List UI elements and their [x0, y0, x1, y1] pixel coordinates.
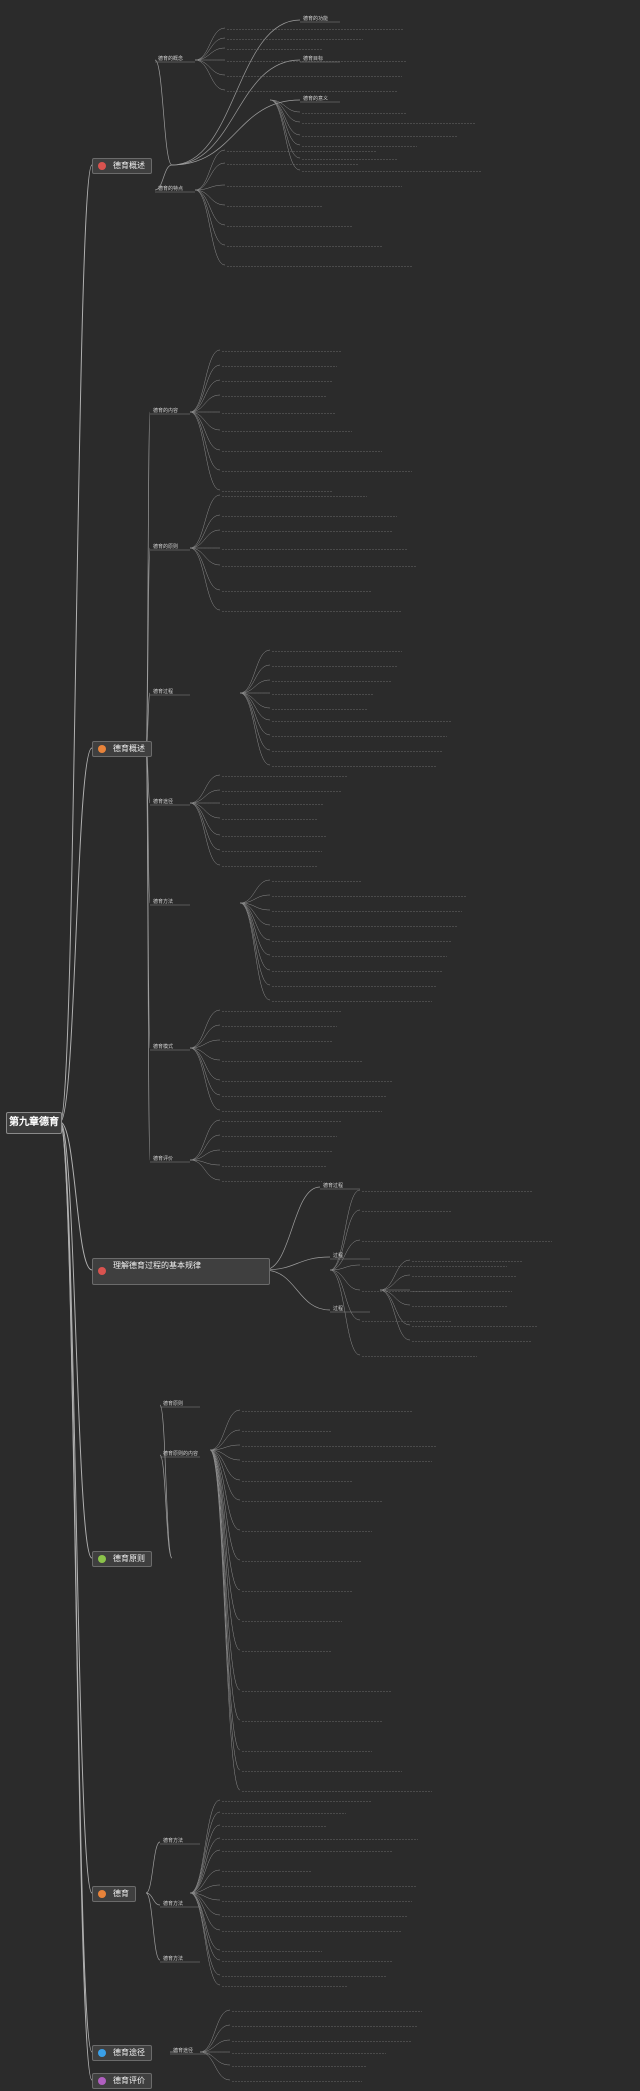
sub-topic-t3-0[interactable]: 德育过程 — [323, 1183, 344, 1189]
root-branch-line — [59, 1121, 93, 1894]
topic-marker-icon — [98, 2077, 106, 2085]
root-branch-line — [59, 747, 93, 1123]
sub-topic-t2-4[interactable]: 德育方法 — [153, 899, 174, 905]
topic-t1[interactable]: 德育概述 — [92, 158, 152, 174]
topic-marker-icon — [98, 745, 106, 753]
sub-topic-t4-0[interactable]: 德育原则 — [163, 1401, 184, 1407]
topic-marker-icon — [98, 1555, 106, 1563]
root-topic[interactable]: 第九章德育 — [6, 1112, 62, 1134]
sub-topic-t2-5[interactable]: 德育模式 — [153, 1044, 174, 1050]
sub-topic-t2-6[interactable]: 德育评价 — [153, 1156, 174, 1162]
topic-marker-icon — [98, 1890, 106, 1898]
root-branch-line — [59, 164, 93, 1123]
sub-topic-t5-0[interactable]: 德育方法 — [163, 1838, 184, 1844]
topic-label: 理解德育过程的基本规律 — [113, 1261, 201, 1270]
topic-t4[interactable]: 德育原则 — [92, 1551, 152, 1567]
topic-label: 德育概述 — [113, 744, 145, 753]
sub-topic-t5-2[interactable]: 德育方法 — [163, 1956, 184, 1962]
topic-label: 德育途径 — [113, 2048, 145, 2057]
sub-topic-t1-2[interactable]: 德育的功能 — [303, 16, 329, 22]
topic-label: 德育原则 — [113, 1554, 145, 1563]
root-branch-line — [59, 1121, 93, 2081]
sub-topic-t1-4[interactable]: 德育的意义 — [303, 96, 329, 102]
topic-t6[interactable]: 德育途径 — [92, 2045, 152, 2061]
sub-topic-t2-2[interactable]: 德育过程 — [153, 689, 174, 695]
topic-marker-icon — [98, 162, 106, 170]
sub-topic-t4-1[interactable]: 德育原则的内容 — [163, 1451, 199, 1457]
topic-t2[interactable]: 德育概述 — [92, 741, 152, 757]
sub-topic-t3-1[interactable]: 过程 — [333, 1253, 344, 1259]
sub-topic-t3-2[interactable]: 过程 — [333, 1306, 344, 1312]
sub-topic-t2-0[interactable]: 德育的内容 — [153, 408, 179, 414]
topic-t7[interactable]: 德育评价 — [92, 2073, 152, 2089]
topic-label: 德育 — [113, 1889, 129, 1898]
topic-t5[interactable]: 德育 — [92, 1886, 136, 1902]
topic-label: 德育概述 — [113, 161, 145, 170]
root-branch-line — [59, 1121, 93, 1559]
root-branch-line — [59, 1121, 93, 1271]
topic-t3[interactable]: 理解德育过程的基本规律 — [92, 1258, 270, 1285]
sub-topic-t1-1[interactable]: 德育的特点 — [158, 186, 184, 192]
sub-topic-t2-3[interactable]: 德育途径 — [153, 799, 174, 805]
sub-topic-t1-0[interactable]: 德育的概念 — [158, 56, 184, 62]
sub-topic-t2-1[interactable]: 德育的原则 — [153, 544, 179, 550]
sub-topic-t6-0[interactable]: 德育途径 — [173, 2048, 194, 2054]
topic-marker-icon — [98, 2049, 106, 2057]
sub-topic-t1-3[interactable]: 德育目标 — [303, 56, 324, 62]
sub-topic-t5-1[interactable]: 德育方法 — [163, 1901, 184, 1907]
topic-label: 德育评价 — [113, 2076, 145, 2085]
topic-marker-icon — [98, 1267, 106, 1275]
